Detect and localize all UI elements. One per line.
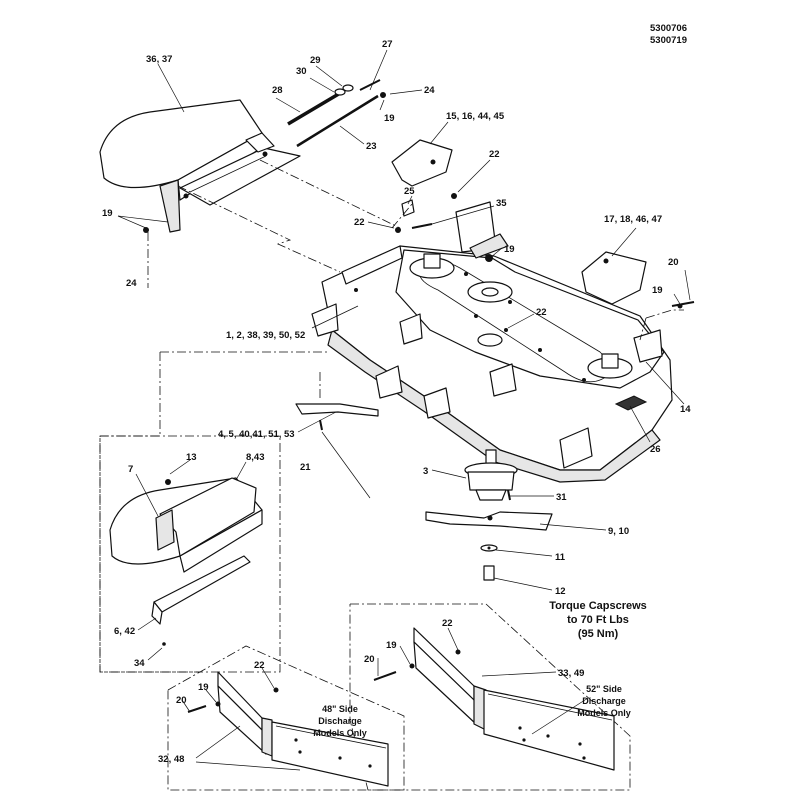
belt-guard [391, 139, 453, 187]
svg-text:Models Only: Models Only [577, 708, 631, 718]
baffle-box [99, 435, 281, 673]
callout-22-top: 22 [489, 149, 500, 160]
box-52-side-discharge [349, 603, 631, 791]
svg-text:52" Side: 52" Side [586, 684, 622, 694]
callout-29: 29 [310, 55, 321, 66]
callout-24-left: 24 [126, 278, 137, 289]
leader-lines [117, 49, 691, 771]
callout-20-box48: 20 [176, 695, 187, 706]
callout-33-49: 33, 49 [558, 668, 584, 679]
callout-25: 25 [404, 186, 415, 197]
callout-36-37: 36, 37 [146, 54, 172, 65]
callout-22-mid: 22 [354, 217, 365, 228]
callout-19-right: 19 [652, 285, 663, 296]
callout-22-deck: 22 [536, 307, 547, 318]
callout-9: 9, 10 [608, 526, 629, 537]
callout-6-42: 6, 42 [114, 626, 135, 637]
note-52-side-discharge: 52" Side Discharge Models Only [577, 684, 631, 718]
callout-8-43: 8,43 [246, 452, 265, 463]
callout-17: 17, 18, 46, 47 [604, 214, 662, 225]
callout-labels: 36, 37 27 29 30 28 24 19 23 15, 16, 44, … [102, 39, 691, 765]
callout-32-48: 32, 48 [158, 754, 184, 765]
callout-23: 23 [366, 141, 377, 152]
svg-text:Discharge: Discharge [582, 696, 626, 706]
callout-19-top: 19 [384, 113, 395, 124]
callout-19-left: 19 [102, 208, 113, 219]
svg-text:Torque Capscrews: Torque Capscrews [549, 600, 647, 612]
callout-20-right: 20 [668, 257, 679, 268]
callout-26: 26 [650, 444, 661, 455]
callout-20-box52: 20 [364, 654, 375, 665]
callout-19-mid: 19 [504, 244, 515, 255]
svg-text:Models Only: Models Only [313, 728, 367, 738]
callout-34: 34 [134, 658, 145, 669]
doc-id-2: 5300719 [650, 35, 687, 46]
callout-7: 7 [128, 464, 133, 475]
svg-text:48" Side: 48" Side [322, 704, 358, 714]
callout-31: 31 [556, 492, 567, 503]
doc-id-1: 5300706 [650, 23, 687, 34]
torque-note: Torque Capscrews to 70 Ft Lbs (95 Nm) [549, 600, 647, 640]
callout-15: 15, 16, 44, 45 [446, 111, 505, 122]
callout-3: 3 [423, 466, 428, 477]
discharge-chute [99, 99, 301, 233]
rod-assembly [287, 79, 386, 148]
spindle-assembly [425, 449, 553, 581]
deck-brace [295, 403, 379, 417]
callout-22-box52: 22 [442, 618, 453, 629]
svg-text:to 70 Ft Lbs: to 70 Ft Lbs [567, 614, 629, 626]
svg-text:Discharge: Discharge [318, 716, 362, 726]
callout-21: 21 [300, 462, 311, 473]
note-48-side-discharge: 48" Side Discharge Models Only [313, 704, 367, 738]
box-48-side-discharge [167, 645, 405, 791]
callout-22-box48: 22 [254, 660, 265, 671]
callout-35: 35 [496, 198, 507, 209]
callout-19-box52: 19 [386, 640, 397, 651]
svg-text:(95 Nm): (95 Nm) [578, 628, 619, 640]
callout-1: 1, 2, 38, 39, 50, 52 [226, 330, 305, 341]
callout-13: 13 [186, 452, 197, 463]
callout-28: 28 [272, 85, 283, 96]
callout-12: 12 [555, 586, 566, 597]
callout-19-box48: 19 [198, 682, 209, 693]
spindle-cover [581, 251, 647, 305]
callout-24-top: 24 [424, 85, 435, 96]
callout-27: 27 [382, 39, 393, 50]
mower-deck [311, 201, 673, 483]
callout-14: 14 [680, 404, 691, 415]
callout-11: 11 [555, 552, 566, 563]
bolt-35 [411, 223, 433, 229]
callout-4: 4, 5, 40,41, 51, 53 [218, 429, 295, 440]
callout-30: 30 [296, 66, 307, 77]
